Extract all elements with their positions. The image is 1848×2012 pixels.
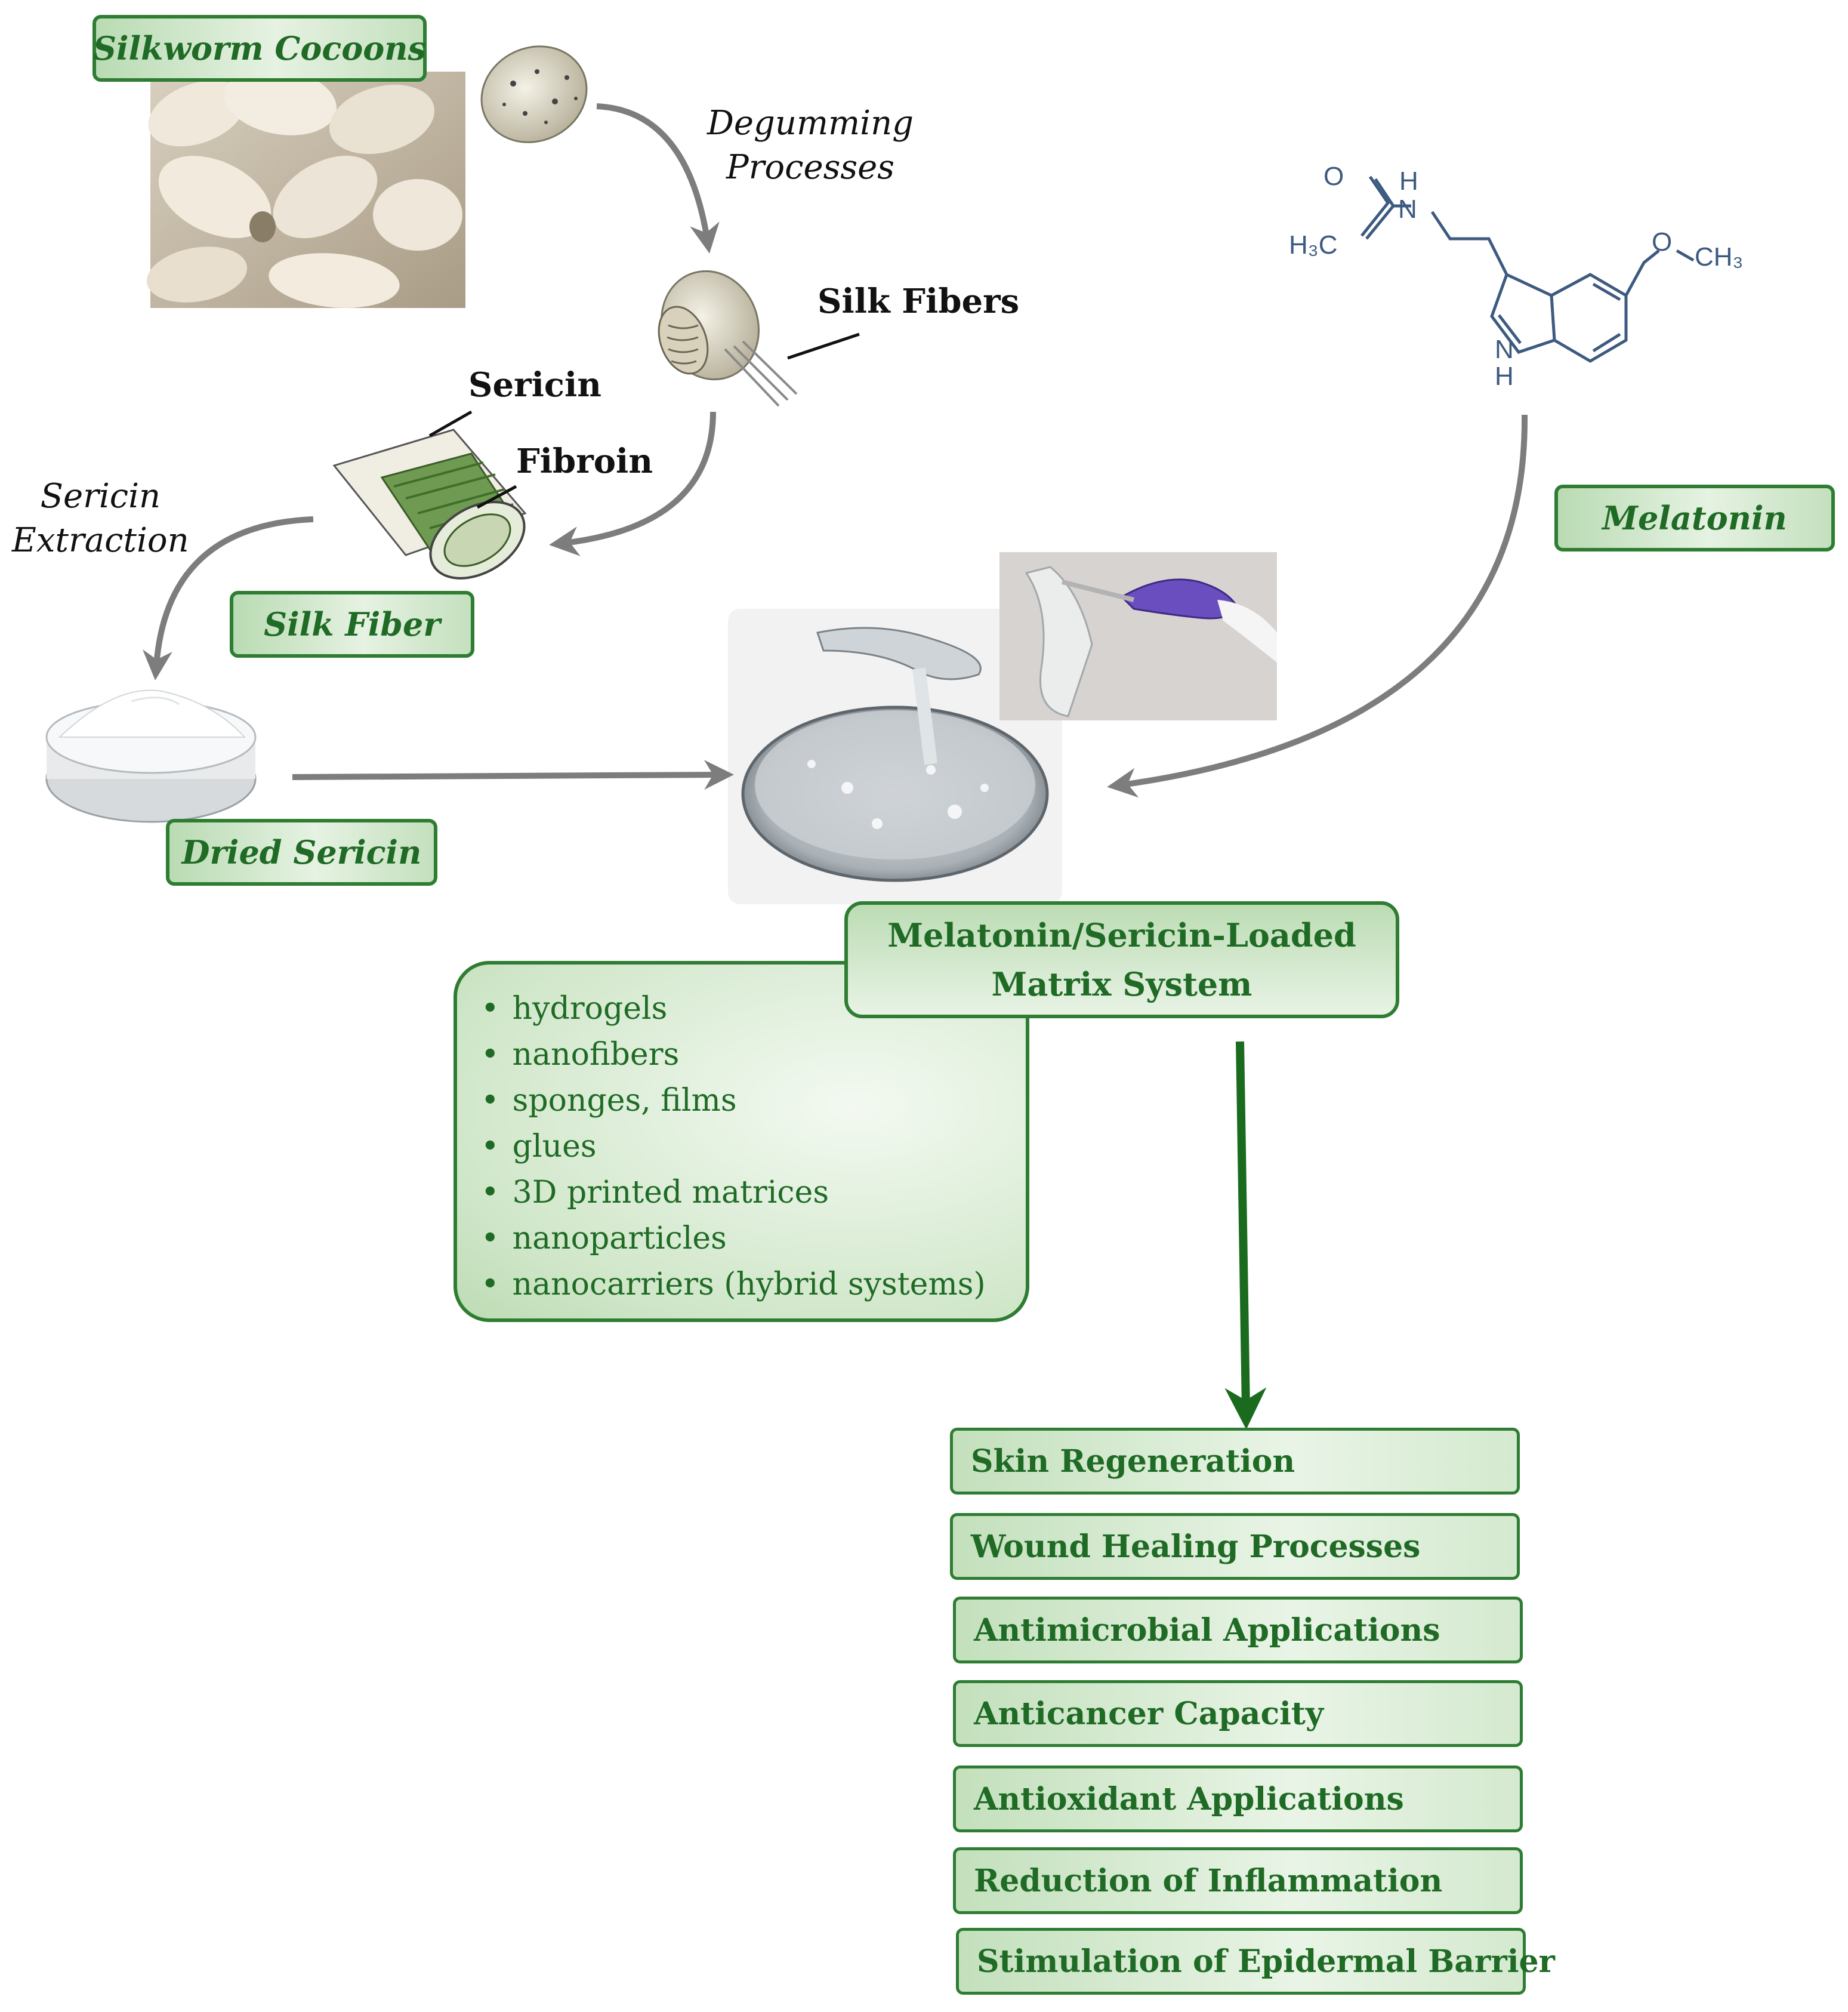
atom-H-amide: H (1399, 167, 1418, 196)
process-arrows (142, 103, 1528, 798)
sericin-extraction-line-2: Extraction (12, 521, 189, 560)
arrow-sericin-to-dish (292, 760, 734, 790)
matrix-system-box: Melatonin/Sericin-Loaded Matrix System (844, 901, 1399, 1018)
silk-fiber-illustration (332, 429, 527, 580)
arrow-degummed-to-fiber (549, 411, 716, 556)
form-item: nanofibers (481, 1032, 986, 1078)
application-box: Reduction of Inflammation (953, 1847, 1523, 1914)
form-item: hydrogels (481, 986, 986, 1032)
single-cocoon-illustration (480, 45, 588, 143)
cocoons-photo (146, 67, 465, 308)
form-item: sponges, films (481, 1078, 986, 1124)
dried-sericin-label: Dried Sericin (166, 819, 437, 886)
matrix-forms-list: hydrogels nanofibers sponges, films glue… (481, 986, 986, 1308)
arrow-melatonin-to-dish (1107, 414, 1528, 798)
fibroin-text: Fibroin (516, 442, 653, 481)
degumming-line-2: Processes (726, 148, 894, 187)
melatonin-structure (1360, 175, 1695, 363)
silkworm-cocoons-label: Silkworm Cocoons (92, 15, 427, 82)
fibroin-leader (476, 485, 517, 509)
application-box: Anticancer Capacity (953, 1680, 1523, 1747)
application-box: Stimulation of Epidermal Barrier (956, 1928, 1555, 1995)
silk-fibers-leader (787, 332, 860, 360)
atom-H-ring: H (1495, 362, 1514, 391)
sericin-text: Sericin (468, 365, 601, 405)
degumming-line-1: Degumming (707, 104, 914, 143)
form-item: 3D printed matrices (481, 1170, 986, 1216)
atom-H3C: H₃C (1289, 230, 1337, 260)
application-box: Antimicrobial Applications (953, 1597, 1523, 1663)
form-item: nanocarriers (hybrid systems) (481, 1262, 986, 1308)
atom-N-amide: N (1398, 195, 1417, 224)
arrow-fiber-to-sericin (142, 516, 314, 680)
melatonin-atom-labels: O N H H₃C O CH₃ N H (1289, 162, 1743, 391)
melatonin-label: Melatonin (1554, 485, 1835, 551)
application-box: Skin Regeneration (950, 1428, 1520, 1495)
degummed-cocoon-illustration (658, 270, 798, 407)
atom-CH3: CH₃ (1695, 242, 1743, 272)
hydrogel-dish-photo (728, 609, 1062, 904)
sericin-leader (428, 410, 473, 437)
arrow-cocoon-to-degummed (596, 103, 720, 254)
leader-lines (428, 332, 860, 509)
film-handling-photo (999, 552, 1277, 720)
sericin-extraction-line-1: Sericin (40, 477, 161, 516)
dried-sericin-illustration (45, 689, 257, 823)
silk-fibers-text: Silk Fibers (817, 282, 1020, 321)
degumming-text: Degumming Processes (707, 101, 914, 190)
form-item: nanoparticles (481, 1216, 986, 1262)
atom-O-methoxy: O (1652, 227, 1672, 257)
matrix-system-line-2: Matrix System (991, 965, 1252, 1003)
form-item: glues (481, 1124, 986, 1170)
application-box: Antioxidant Applications (953, 1765, 1523, 1832)
atom-N-ring: N (1495, 335, 1514, 364)
atom-O-carbonyl: O (1323, 162, 1344, 191)
silk-fiber-label: Silk Fiber (230, 591, 474, 658)
sericin-extraction-text: Sericin Extraction (12, 475, 189, 563)
arrow-matrix-to-applications (1224, 1041, 1267, 1429)
matrix-system-line-1: Melatonin/Sericin-Loaded (887, 916, 1356, 954)
application-box: Wound Healing Processes (950, 1513, 1520, 1580)
matrix-forms-box: hydrogels nanofibers sponges, films glue… (453, 961, 1029, 1322)
